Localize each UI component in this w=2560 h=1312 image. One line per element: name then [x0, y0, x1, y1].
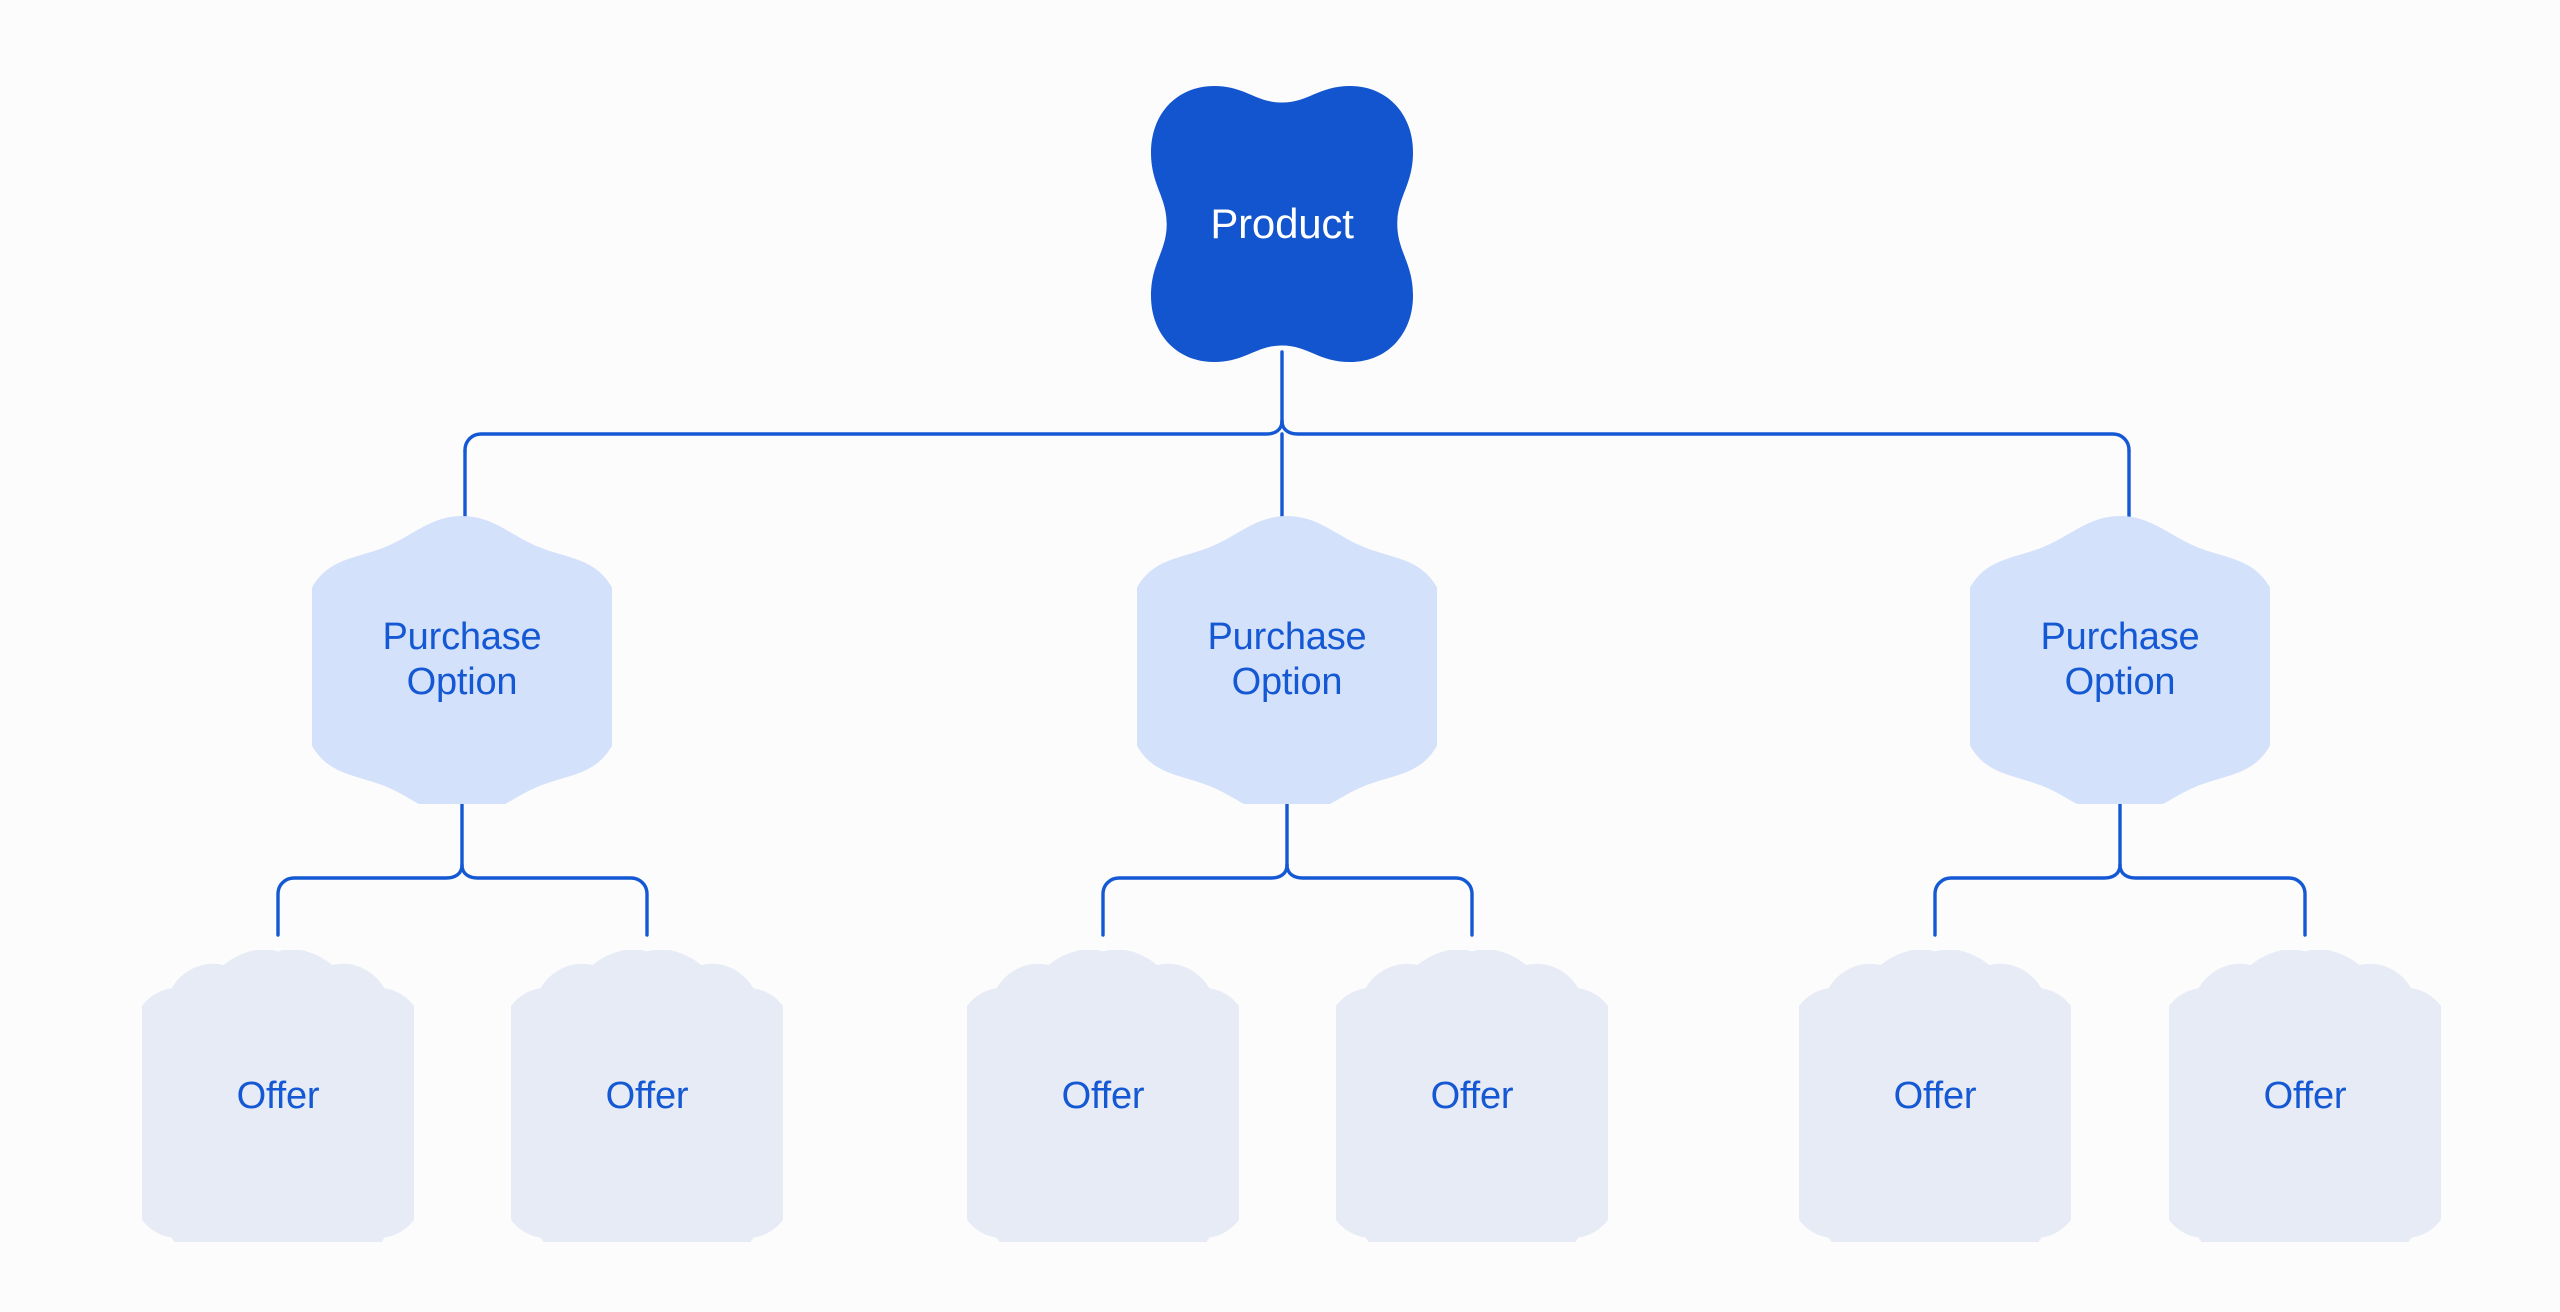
node-product[interactable]: Product — [1151, 86, 1413, 362]
node-offer-3-label: Offer — [1061, 1074, 1145, 1117]
purchase-option-flower-shape — [1970, 516, 2270, 804]
node-purchase-option-1-label: Purchase Option — [382, 616, 542, 703]
node-offer-4[interactable]: Offer — [1336, 950, 1608, 1242]
edge-option2-bus-right — [1285, 863, 1474, 937]
edge-root-bus-left — [463, 419, 1284, 453]
node-purchase-option-1[interactable]: Purchase Option — [312, 516, 612, 804]
product-blob-shape — [1151, 86, 1413, 362]
node-offer-6[interactable]: Offer — [2169, 950, 2441, 1242]
edge-option1-bus-right — [460, 863, 649, 937]
node-purchase-option-3[interactable]: Purchase Option — [1970, 516, 2270, 804]
edge-option3-bus-right — [2118, 863, 2307, 937]
node-purchase-option-2[interactable]: Purchase Option — [1137, 516, 1437, 804]
offer-scallop-shape — [1799, 950, 2071, 1242]
offer-scallop-shape — [511, 950, 783, 1242]
purchase-option-flower-shape — [1137, 516, 1437, 804]
node-offer-5-label: Offer — [1893, 1074, 1977, 1117]
node-product-label: Product — [1210, 200, 1354, 248]
node-purchase-option-3-label: Purchase Option — [2040, 616, 2200, 703]
edge-option3-bus-left — [1933, 863, 2122, 937]
node-offer-4-label: Offer — [1430, 1074, 1514, 1117]
node-offer-1-label: Offer — [236, 1074, 320, 1117]
node-purchase-option-2-label: Purchase Option — [1207, 616, 1367, 703]
node-offer-1[interactable]: Offer — [142, 950, 414, 1242]
offer-scallop-shape — [2169, 950, 2441, 1242]
edge-option2-bus-left — [1101, 863, 1289, 937]
node-offer-5[interactable]: Offer — [1799, 950, 2071, 1242]
offer-scallop-shape — [967, 950, 1239, 1242]
offer-scallop-shape — [1336, 950, 1608, 1242]
offer-scallop-shape — [142, 950, 414, 1242]
edge-root-bus-right — [1280, 419, 2131, 453]
edge-option1-bus-left — [276, 863, 464, 937]
node-offer-2-label: Offer — [605, 1074, 689, 1117]
node-offer-2[interactable]: Offer — [511, 950, 783, 1242]
purchase-option-flower-shape — [312, 516, 612, 804]
node-offer-6-label: Offer — [2263, 1074, 2347, 1117]
node-offer-3[interactable]: Offer — [967, 950, 1239, 1242]
